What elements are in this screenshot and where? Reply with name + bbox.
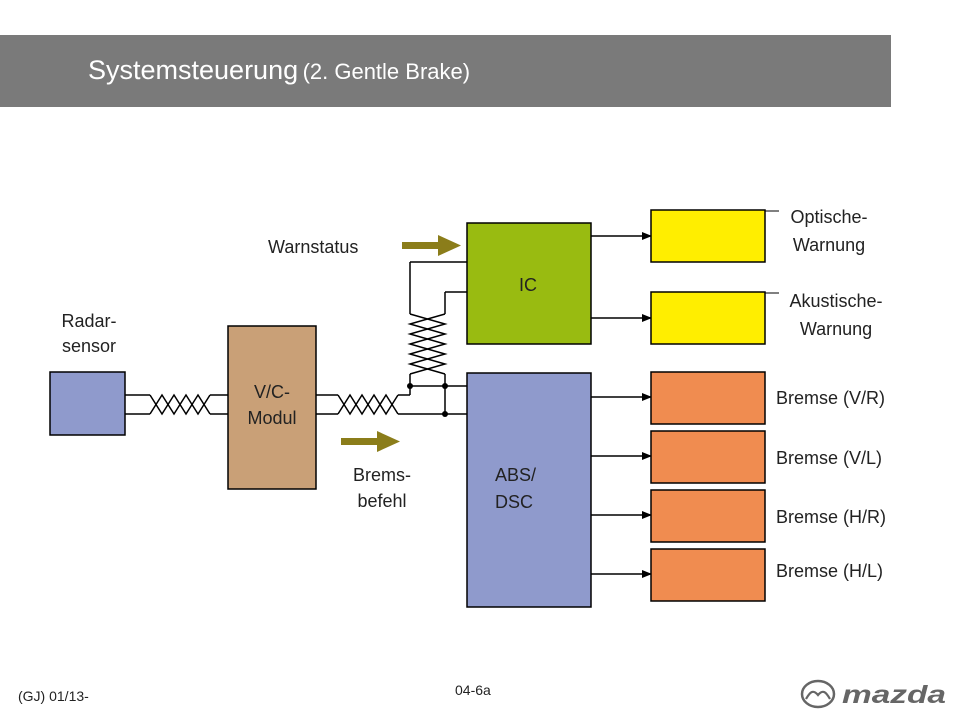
brake-label-hl: Bremse (H/L) — [776, 561, 883, 581]
brake-box-hl — [650, 548, 766, 602]
ic-label: IC — [519, 275, 537, 295]
brake-label-hr: Bremse (H/R) — [776, 507, 886, 527]
footer-page-number: 04-6a — [455, 682, 491, 698]
twisted-pair-radar-vc — [125, 393, 228, 416]
acoustic-warning-label-line2: Warnung — [800, 319, 872, 339]
footer-left: (GJ) 01/13- — [18, 688, 89, 704]
title-main: Systemsteuerung — [88, 55, 299, 85]
vc-module-box — [227, 325, 317, 490]
mazda-logo: mazda — [800, 679, 946, 709]
brake-box-vl — [650, 430, 766, 484]
optical-warning-box — [650, 209, 766, 263]
bus-junction-3 — [442, 411, 448, 417]
abs-output-lines — [591, 393, 652, 578]
vc-module-label-line1: V/C- — [254, 382, 290, 402]
mazda-emblem-icon — [800, 679, 836, 709]
radar-label-line2: sensor — [62, 336, 116, 356]
brake-box-vr — [650, 371, 766, 425]
brake-label-vr: Bremse (V/R) — [776, 388, 885, 408]
optical-warning-label-line2: Warnung — [793, 235, 865, 255]
page-title: Systemsteuerung (2. Gentle Brake) — [88, 55, 470, 86]
radar-label-line1: Radar- — [61, 311, 116, 331]
title-sub: (2. Gentle Brake) — [302, 59, 471, 84]
acoustic-warning-box — [650, 291, 766, 345]
twisted-pair-bus-ic — [407, 261, 467, 386]
header-bar — [0, 35, 891, 107]
warnstatus-label: Warnstatus — [268, 237, 358, 257]
brake-command-arrow — [341, 431, 400, 452]
abs-dsc-label-line2: DSC — [495, 492, 533, 512]
brake-box-hr — [650, 489, 766, 543]
brake-command-label-line2: befehl — [357, 491, 406, 511]
ic-box — [466, 222, 592, 345]
vc-module-label-line2: Modul — [247, 408, 296, 428]
radar-sensor-box — [49, 371, 126, 436]
twisted-pair-vc-bus — [316, 385, 467, 416]
optical-warning-label-line1: Optische- — [790, 207, 867, 227]
brake-label-vl: Bremse (V/L) — [776, 448, 882, 468]
brake-command-label-line1: Brems- — [353, 465, 411, 485]
ic-output-lines — [591, 232, 652, 322]
abs-dsc-label-line1: ABS/ — [495, 465, 536, 485]
warnstatus-arrow — [402, 235, 461, 256]
mazda-wordmark: mazda — [842, 681, 946, 709]
abs-dsc-box — [466, 372, 592, 608]
acoustic-warning-label-line1: Akustische- — [789, 291, 882, 311]
